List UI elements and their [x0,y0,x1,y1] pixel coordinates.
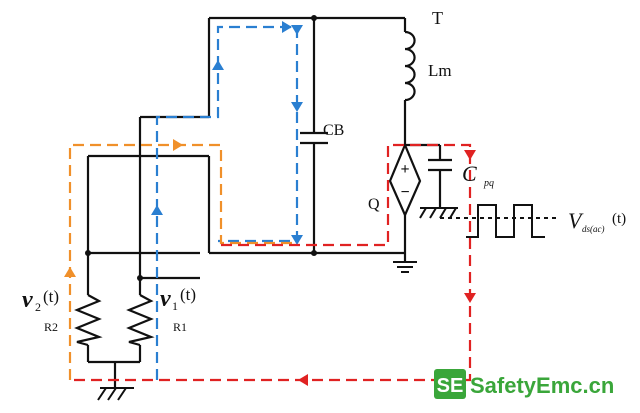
vds-waveform [440,204,560,238]
vds-subscript: ds(ac) [582,224,605,234]
v1-subscript: 1 [172,299,178,313]
ground-cpq [419,207,458,219]
minus-sign: − [400,184,409,201]
blue-arrow-up-2 [151,205,163,215]
vds-symbol: V [568,208,584,233]
v1-symbol: v [160,286,171,312]
red-arrow-down-top [464,150,476,160]
v2-subscript: 2 [35,300,41,314]
red-arrow-down [464,293,476,303]
capacitor-cpq-sub: pq [483,178,494,189]
capacitor-cpq [428,158,452,172]
inductor-lm [404,30,416,102]
resistor-r1 [126,294,155,347]
blue-arrow-up-1 [212,60,224,70]
current-path-red [70,143,472,382]
switch-q: + − [388,142,422,218]
current-path-orange [68,143,297,380]
ground-bottom [97,387,134,401]
current-path-blue-arrows [151,21,303,245]
watermark-site: SafetyEmc.cn [470,373,614,398]
watermark-logo: SE [437,375,464,397]
blue-arrow-right-2 [282,21,292,33]
ground-q [393,261,417,273]
capacitor-cpq-label: C [462,161,477,186]
junction-dots [85,15,317,281]
current-path-orange-arrows [64,139,183,277]
current-path-red-arrows [298,150,476,386]
blue-arrow-right-top [291,25,303,35]
capacitor-cb-label: CB [323,122,344,139]
orange-arrow-up [64,267,76,277]
r2-label: R2 [44,320,58,334]
transformer-label: T [432,8,443,28]
r1-label: R1 [173,320,187,334]
inductance-label: Lm [428,61,452,80]
resistor-r2 [74,294,103,347]
v1-arg: (t) [180,285,196,304]
blue-arrow-down-1 [291,102,303,112]
plus-sign: + [400,161,409,178]
watermark: SE SafetyEmc.cn [434,369,614,399]
watermark-logo-box [434,369,466,399]
blue-arrow-down-2 [291,235,303,245]
capacitor-cb [300,131,328,145]
v2-symbol: v [22,287,33,313]
vds-arg: (t) [612,211,626,227]
switch-label: Q [368,196,380,213]
orange-arrow-right [173,139,183,151]
v2-arg: (t) [43,287,59,306]
circuit-wires [86,16,442,388]
red-arrow-left [298,374,308,386]
